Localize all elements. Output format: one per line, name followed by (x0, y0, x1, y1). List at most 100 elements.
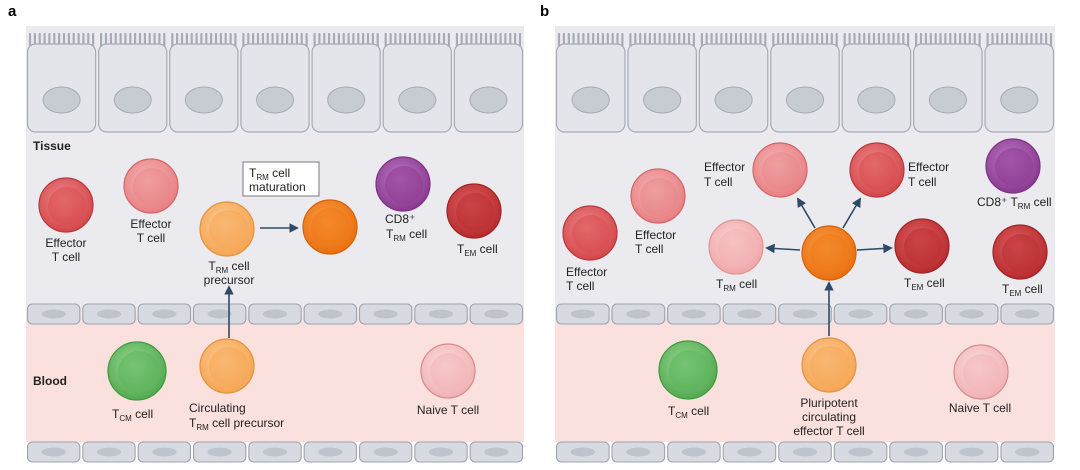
tcm-b-label: TCM cell (668, 404, 709, 420)
microvilli (557, 32, 624, 48)
endothelial-nucleus (626, 309, 651, 319)
epithelial-nucleus (785, 86, 825, 114)
endothelial-layer-bottom (26, 441, 524, 463)
trm-maturation-box: TRM cell maturation (242, 161, 320, 197)
arrow-to-effector-left (797, 197, 816, 229)
trm-precursor-label-2: precursor (204, 273, 255, 287)
endothelial-nucleus (428, 309, 454, 319)
endothelial-nucleus (681, 309, 707, 319)
pluripotent-label-3: effector T cell (793, 424, 864, 438)
effector-b4-label-2: T cell (908, 175, 936, 189)
microvilli (242, 32, 308, 48)
microvilli (986, 32, 1053, 48)
panel-a-letter: a (8, 3, 17, 20)
microvilli (313, 32, 379, 48)
circulating-precursor-cell: Circulating TRM cell precursor (189, 338, 284, 432)
endothelial-nucleus (959, 309, 984, 319)
effector-b3-label-1: Effector (704, 160, 745, 174)
pluripotent-cell: Pluripotent circulating effector T cell (793, 337, 865, 438)
maturation-label-2: maturation (249, 180, 306, 194)
endothelial-nucleus (848, 309, 873, 319)
endothelial-nucleus (570, 447, 595, 457)
epithelial-nucleus (571, 86, 610, 114)
effector-b1-label-1: Effector (566, 265, 607, 279)
effector-cell-2: Effector T cell (123, 158, 179, 245)
trm-precursor-label-1: TRM cell (208, 259, 249, 275)
epithelial-nucleus (398, 86, 437, 114)
endothelial-nucleus (152, 309, 177, 319)
effector-b3-label-2: T cell (704, 175, 732, 189)
tcm-label: TCM cell (112, 407, 153, 423)
microvilli (629, 32, 695, 48)
effector-b2-label-1: Effector (635, 228, 676, 242)
microvilli (100, 32, 166, 48)
microvilli (384, 32, 450, 48)
circulating-label-1: Circulating (189, 401, 246, 415)
microvilli (843, 32, 910, 48)
tem-cell: TEM cell (446, 183, 502, 258)
pluripotent-label-1: Pluripotent (800, 396, 858, 410)
trm-b-label: TRM cell (716, 277, 757, 293)
epithelial-nucleus (857, 86, 896, 114)
endothelial-nucleus (41, 447, 66, 457)
endothelial-nucleus (626, 447, 651, 457)
endothelial-nucleus (207, 447, 232, 457)
maturation-label-1: TRM cell (249, 166, 290, 182)
epithelial-nucleus (928, 86, 967, 114)
endothelial-nucleus (848, 447, 873, 457)
tem-b1-label: TEM cell (904, 276, 945, 292)
naive-cell: Naive T cell (417, 343, 479, 417)
epithelial-nucleus (327, 86, 366, 114)
arrow-to-tem (856, 243, 893, 254)
endothelial-nucleus (737, 447, 762, 457)
endothelial-nucleus (96, 309, 122, 319)
circulating-label-2: TRM cell precursor (189, 416, 284, 432)
epithelial-nucleus (643, 86, 682, 114)
endothelial-nucleus (484, 309, 509, 319)
endothelial-nucleus (96, 447, 122, 457)
endothelial-layer-bottom-b (555, 441, 1055, 463)
epithelial-nucleus (1000, 86, 1039, 114)
effector-b4-label-1: Effector (908, 160, 949, 174)
effector-cell-b4: Effector T cell (849, 142, 949, 198)
tem-label: TEM cell (457, 242, 498, 258)
epithelial-nucleus (42, 86, 81, 114)
panel-b-letter: b (540, 3, 549, 20)
endothelial-nucleus (428, 447, 454, 457)
effector-2-label-1: Effector (130, 217, 171, 231)
epithelial-nucleus (714, 86, 753, 114)
epithelial-nucleus (113, 86, 152, 114)
effector-cell-b2: Effector T cell (630, 168, 686, 256)
cd8-trm-b-label: CD8⁺ TRM cell (977, 195, 1052, 211)
trm-cell-b: TRM cell (708, 219, 764, 293)
endothelial-nucleus (959, 447, 984, 457)
endothelial-nucleus (152, 447, 177, 457)
endothelial-nucleus (262, 309, 288, 319)
cd8-trm-cell: CD8⁺ TRM cell (375, 156, 431, 243)
effector-cell-b1: Effector T cell (562, 205, 618, 293)
tissue-label: Tissue (33, 139, 71, 153)
arrow-to-trm (765, 243, 801, 254)
endothelial-nucleus (792, 309, 818, 319)
microvilli (915, 32, 981, 48)
endothelial-nucleus (207, 309, 232, 319)
tem-cell-b1: TEM cell (894, 218, 950, 292)
effector-1-label-2: T cell (52, 250, 80, 264)
cd8-trm-cell-b: CD8⁺ TRM cell (977, 138, 1052, 211)
central-effector-cell (801, 225, 857, 281)
tem-b2-label: TEM cell (1002, 282, 1043, 298)
effector-1-label-1: Effector (45, 236, 86, 250)
epithelial-nucleus (184, 86, 223, 114)
epithelial-nucleus (469, 86, 508, 114)
endothelial-layer-top (26, 303, 524, 325)
panel-a: a Tissue Blood Effector T cell Effector … (8, 3, 524, 463)
naive-label: Naive T cell (417, 403, 479, 417)
epithelial-layer (26, 32, 524, 133)
endothelial-nucleus (484, 447, 509, 457)
endothelial-nucleus (737, 309, 762, 319)
mature-trm-cell (302, 199, 358, 255)
epithelial-nucleus (256, 86, 294, 114)
cd8-trm-label-1: CD8⁺ (385, 212, 415, 226)
endothelial-nucleus (1014, 447, 1040, 457)
